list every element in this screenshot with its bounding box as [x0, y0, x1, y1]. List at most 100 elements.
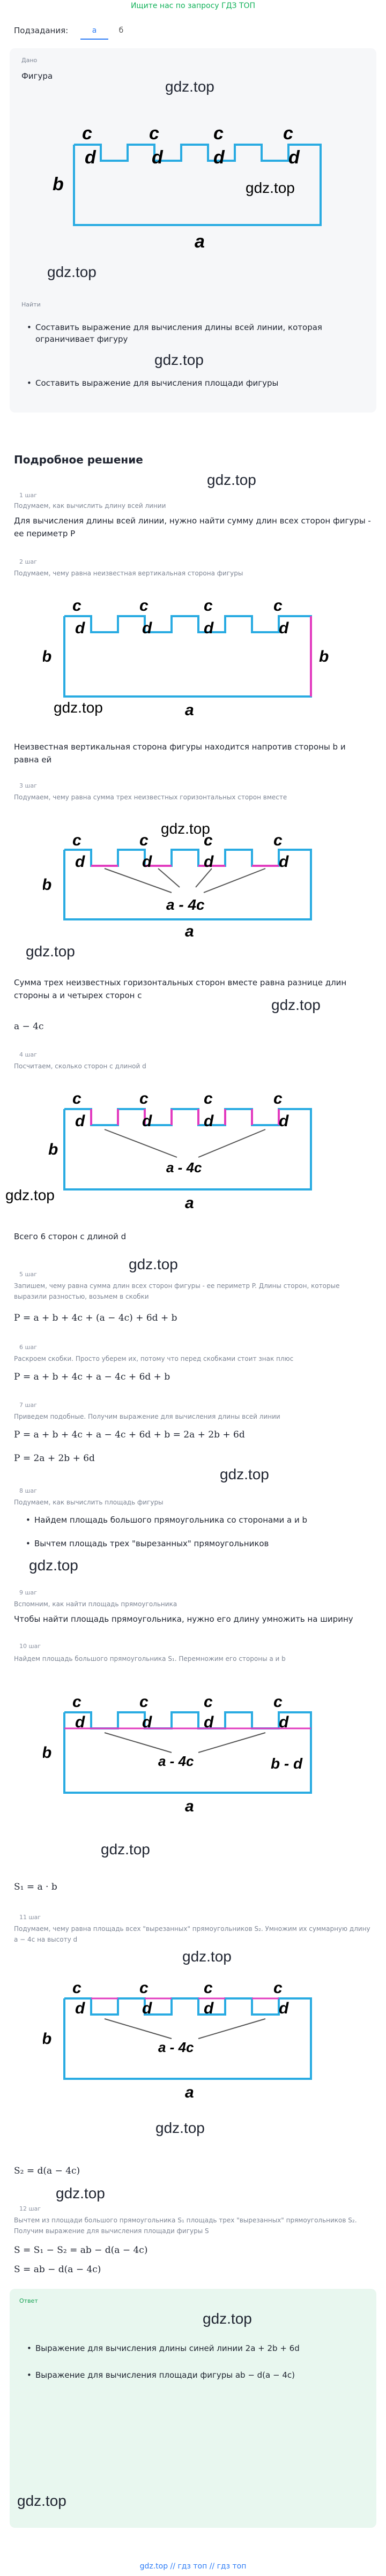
watermark: gdz.top — [17, 2492, 66, 2509]
step-label: 1 шаг — [19, 492, 38, 499]
watermark: gdz.top — [26, 943, 75, 960]
svg-text:c: c — [204, 1979, 213, 1997]
step-text: Неизвестная вертикальная сторона фигуры … — [14, 742, 346, 765]
step-desc: Подумаем, как вычислить площадь фигуры — [14, 1499, 164, 1506]
step-label: 10 шаг — [19, 1643, 41, 1650]
tab-a[interactable]: а — [80, 23, 108, 40]
svg-text:b: b — [43, 876, 51, 894]
watermark: gdz.top — [220, 1466, 269, 1482]
watermark: gdz.top — [203, 2310, 252, 2327]
step-label: 8 шаг — [19, 1487, 38, 1494]
figure-diagram-2: c d c d c d c d b b a gdz.top — [43, 597, 329, 718]
task-card: Дано Фигура gdz.top c d c d c d c d b a … — [10, 48, 376, 413]
watermark: gdz.top — [101, 1841, 150, 1858]
svg-text:d: d — [279, 1112, 289, 1130]
label-d: d — [152, 147, 164, 168]
top-banner[interactable]: Ищите нас по запросу ГДЗ ТОП — [130, 2, 256, 10]
answer-label: Ответ — [19, 2297, 38, 2304]
step-desc: Подумаем, чему равна неизвестная вертика… — [14, 570, 243, 577]
find-label: Найти — [21, 301, 41, 308]
svg-text:b: b — [43, 648, 51, 665]
watermark: gdz.top — [29, 1557, 78, 1574]
step-formula: a − 4c — [14, 1021, 44, 1032]
svg-text:gdz.top: gdz.top — [161, 820, 210, 837]
svg-text:c: c — [273, 1090, 283, 1107]
svg-text:c: c — [139, 1979, 149, 1997]
footer-links[interactable]: gdz.top // гдз топ // гдз топ — [139, 2562, 247, 2571]
watermark: gdz.top — [182, 1948, 232, 1965]
step-text: Чтобы найти площадь прямоугольника, нужн… — [14, 1614, 353, 1624]
svg-text:b: b — [48, 1141, 58, 1158]
step-formula: P = a + b + 4c + a − 4c + 6d + b = 2a + … — [14, 1429, 245, 1440]
label-d: d — [288, 147, 300, 168]
label-b: b — [53, 174, 64, 194]
step-desc: Вспомним, как найти площадь прямоугольни… — [14, 1600, 177, 1608]
svg-text:d: d — [75, 1112, 85, 1130]
svg-text:c: c — [273, 1693, 283, 1711]
step-desc: Подумаем, чему равна площадь всех "вырез… — [14, 1925, 370, 1943]
step-desc: Подумаем, чему равна сумма трех неизвест… — [14, 793, 287, 801]
svg-text:a - 4c: a - 4c — [158, 1753, 194, 1769]
svg-text:d: d — [75, 619, 85, 637]
step-formula: S = ab − d(a − 4c) — [14, 2264, 101, 2275]
watermark: gdz.top — [129, 1256, 178, 1272]
svg-text:c: c — [204, 1693, 213, 1711]
svg-text:c: c — [273, 1979, 283, 1997]
step-label: 5 шаг — [19, 1271, 38, 1278]
svg-text:d: d — [279, 2000, 289, 2017]
watermark: gdz.top — [165, 78, 214, 95]
step-formula: P = a + b + 4c + (a − 4c) + 6d + b — [14, 1313, 177, 1323]
watermark: gdz.top — [56, 2185, 105, 2201]
tab-b[interactable]: б — [118, 26, 124, 35]
label-c: c — [213, 123, 224, 144]
figure-diagram-10: c d c d c d c d b a - 4c b - d a — [43, 1693, 312, 1814]
svg-text:c: c — [273, 832, 283, 849]
label-a: a — [195, 231, 205, 252]
step-formula: P = 2a + 2b + 6d — [14, 1453, 95, 1464]
watermark: gdz.top — [154, 351, 204, 368]
watermark: gdz.top — [207, 471, 256, 488]
svg-text:d: d — [204, 1112, 214, 1130]
svg-text:d: d — [142, 2000, 152, 2017]
label-d: d — [213, 147, 225, 168]
step-bullet: Найдем площадь большого прямоугольника с… — [26, 1514, 367, 1526]
step-label: 12 шаг — [19, 2205, 41, 2212]
svg-text:a: a — [185, 2084, 194, 2100]
figure-diagram-3: gdz.top c d c d c d c d b a - 4c a — [43, 820, 312, 940]
label-c: c — [149, 123, 159, 144]
svg-text:b: b — [43, 2030, 51, 2048]
find-item: Составить выражение для вычисления длины… — [27, 321, 357, 345]
svg-text:c: c — [72, 1090, 81, 1107]
step-label: 7 шаг — [19, 1402, 38, 1409]
svg-text:d: d — [204, 853, 214, 871]
watermark: gdz.top — [155, 2120, 205, 2136]
step-desc: Подумаем, как вычислить длину всей линии — [14, 502, 166, 510]
svg-text:gdz.top: gdz.top — [54, 699, 103, 716]
step-desc: Раскроем скобки. Просто уберем их, потом… — [14, 1355, 294, 1362]
step-formula: S = S₁ − S₂ = ab − d(a − 4c) — [14, 2245, 148, 2256]
step-text: Всего 6 сторон с длиной d — [14, 1232, 127, 1241]
step-desc: Вычтем из площади большого прямоугольник… — [14, 2216, 357, 2235]
svg-text:d: d — [142, 1112, 152, 1130]
svg-text:d: d — [279, 853, 289, 871]
svg-text:c: c — [139, 1693, 149, 1711]
step-label: 6 шаг — [19, 1344, 38, 1351]
figure-diagram: c d c d c d c d b a gdz.top — [53, 123, 322, 252]
svg-text:c: c — [273, 597, 283, 615]
label-c: c — [82, 123, 92, 144]
answer-card: Ответ gdz.top Выражение для вычисления д… — [10, 2289, 376, 2528]
svg-text:a: a — [185, 1194, 194, 1211]
step-label: 4 шаг — [19, 1051, 38, 1058]
solution-title: Подробное решение — [14, 453, 143, 466]
step-label: 11 шаг — [19, 1914, 41, 1921]
step-desc: Найдем площадь большого прямоугольника S… — [14, 1655, 286, 1663]
svg-text:d: d — [142, 853, 152, 871]
svg-text:b: b — [43, 1744, 51, 1762]
svg-text:a - 4c: a - 4c — [166, 896, 205, 913]
svg-text:c: c — [204, 597, 213, 615]
figure-label: Фигура — [21, 71, 53, 81]
svg-text:d: d — [204, 1713, 214, 1731]
answer-item: Выражение для вычисления длины синей лин… — [27, 2342, 368, 2354]
svg-text:c: c — [72, 832, 81, 849]
step-label: 9 шаг — [19, 1589, 38, 1596]
